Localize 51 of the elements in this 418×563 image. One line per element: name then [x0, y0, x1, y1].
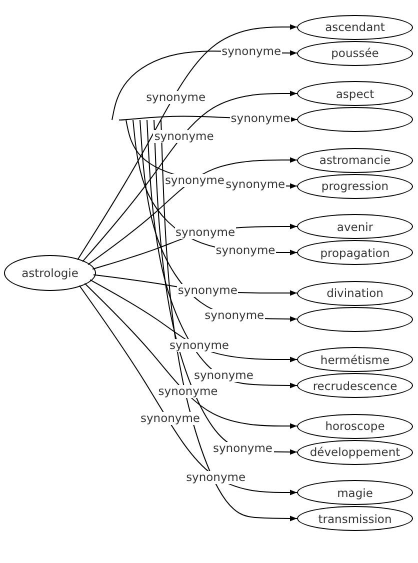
- edge-label: synonyme: [204, 308, 266, 322]
- ellipse-node: [297, 414, 413, 438]
- edge-label: synonyme: [192, 368, 254, 382]
- edge-label: synonyme: [139, 412, 201, 426]
- edge-label: synonyme: [212, 442, 274, 455]
- empty-ellipse: [297, 107, 413, 132]
- arrow: [84, 282, 298, 429]
- ellipse-node: [297, 373, 413, 398]
- node-label: propagation: [320, 246, 390, 260]
- ellipse-node: [297, 240, 413, 265]
- empty-ellipse: [297, 306, 413, 332]
- edge-label: synonyme: [164, 174, 226, 187]
- ellipse-node: [297, 280, 413, 306]
- node-label: astrologie: [22, 266, 78, 280]
- edge-label: synonyme: [168, 338, 230, 352]
- ellipse-node: [297, 480, 413, 505]
- ellipse-node: [297, 81, 413, 106]
- edge-label: synonyme: [185, 471, 247, 484]
- node-label: astromancie: [319, 153, 391, 167]
- ellipse-node: [4, 255, 96, 291]
- arrow: [78, 285, 298, 496]
- edge-label: synonyme: [153, 130, 215, 144]
- node-label: développement: [310, 445, 400, 459]
- arrow: [82, 90, 298, 262]
- ellipse-node: [297, 214, 413, 239]
- arrow: [146, 120, 298, 388]
- edge-label: synonyme: [145, 91, 207, 104]
- ellipse-node: [297, 174, 413, 198]
- edge-label: synonyme: [176, 284, 238, 297]
- edge-label: synonyme: [214, 244, 276, 258]
- arrow: [88, 157, 298, 266]
- ellipse-node: [297, 148, 413, 172]
- edge-label: synonyme: [174, 226, 236, 239]
- node-label: avenir: [336, 220, 374, 234]
- ellipse-node: [297, 347, 413, 372]
- ellipse-node: [297, 40, 413, 66]
- node-label: recrudescence: [312, 378, 398, 392]
- node-label: hermétisme: [320, 352, 390, 366]
- node-label: progression: [321, 179, 389, 193]
- node-label: ascendant: [325, 20, 385, 34]
- node-label: poussée: [331, 46, 379, 60]
- arrow: [77, 24, 298, 260]
- ellipse-node: [297, 506, 413, 531]
- ellipse-node: [297, 440, 413, 464]
- node-label: magie: [337, 486, 373, 500]
- node-label: transmission: [318, 512, 392, 526]
- node-label: horoscope: [325, 419, 385, 433]
- ellipse-node: [297, 14, 413, 40]
- edge-label: synonyme: [157, 384, 219, 398]
- node-label: divination: [326, 286, 384, 300]
- node-label: aspect: [336, 86, 374, 100]
